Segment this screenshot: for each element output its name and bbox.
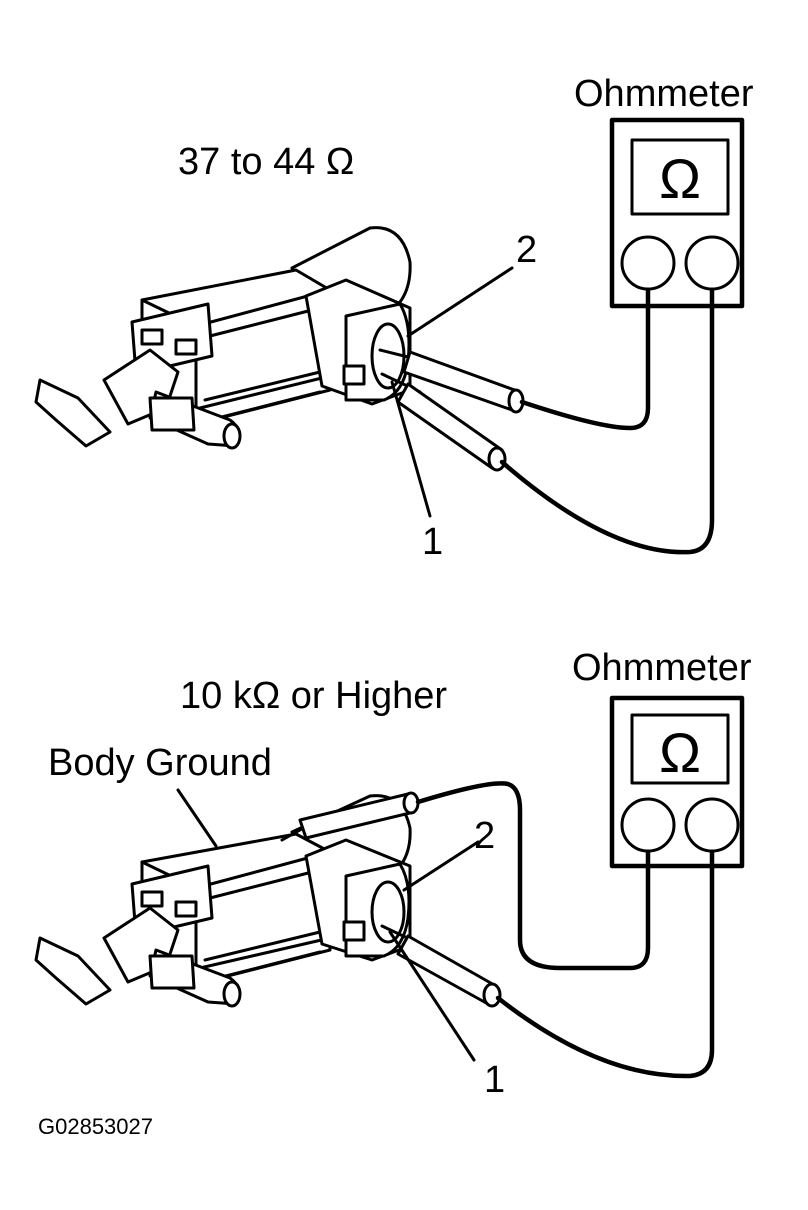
panel-1-resistance-between-terminals: Ohmmeter Ω 37 to 44 Ω bbox=[34, 73, 754, 563]
lead-1-to-left-jack bbox=[519, 287, 651, 431]
panel-2-resistance-to-ground: Ohmmeter Ω 10 kΩ or Higher Body Ground bbox=[34, 647, 752, 1101]
ohmmeter-2-jack-left bbox=[620, 797, 676, 853]
ohmmeter-1-body bbox=[609, 117, 745, 309]
ohmmeter-1-label: Ohmmeter bbox=[574, 73, 754, 115]
pin-1-label-2: 1 bbox=[484, 1059, 505, 1101]
body-ground-label: Body Ground bbox=[48, 742, 272, 784]
ohmmeter-1-display bbox=[630, 138, 730, 216]
pin-2-leader-2 bbox=[402, 840, 480, 892]
ohmmeter-1-symbol: Ω bbox=[659, 147, 701, 210]
ohmmeter-2-display bbox=[630, 713, 730, 785]
probe-2-body-ground bbox=[280, 781, 651, 971]
solenoid-valve-1 bbox=[34, 226, 412, 450]
pin-2-label-1: 2 bbox=[516, 229, 537, 271]
ohmmeter-1-jack-left bbox=[620, 235, 676, 291]
probe-2-terminal bbox=[380, 849, 715, 1079]
ohmmeter-2-symbol: Ω bbox=[659, 721, 701, 784]
lead-2-to-left-jack bbox=[415, 781, 651, 971]
body-ground-leader bbox=[176, 788, 218, 848]
figure-id: G02853027 bbox=[38, 1114, 153, 1139]
pin-2-leader-1 bbox=[406, 266, 514, 338]
lead-2-to-right-jack bbox=[495, 849, 715, 1079]
lead-1-to-right-jack bbox=[499, 287, 715, 555]
pin-1-leader-2 bbox=[388, 930, 476, 1062]
pin-2-label-2: 2 bbox=[474, 815, 495, 857]
pin-1-label-1: 1 bbox=[422, 521, 443, 563]
ohmmeter-2-jack-right bbox=[684, 797, 740, 853]
ohmmeter-1: Ohmmeter Ω bbox=[574, 73, 754, 309]
pin-1-leader-1 bbox=[390, 380, 432, 518]
ohmmeter-2: Ohmmeter Ω bbox=[572, 647, 752, 869]
probe-1-upper bbox=[378, 287, 651, 431]
ohmmeter-1-jack-right bbox=[684, 235, 740, 291]
resistance-spec-2: 10 kΩ or Higher bbox=[180, 675, 447, 717]
probe-1-lower bbox=[380, 287, 715, 555]
resistance-spec-1: 37 to 44 Ω bbox=[178, 141, 354, 183]
ohmmeter-2-label: Ohmmeter bbox=[572, 647, 752, 689]
ohmmeter-2-body bbox=[609, 695, 745, 869]
solenoid-valve-2 bbox=[34, 794, 412, 1008]
